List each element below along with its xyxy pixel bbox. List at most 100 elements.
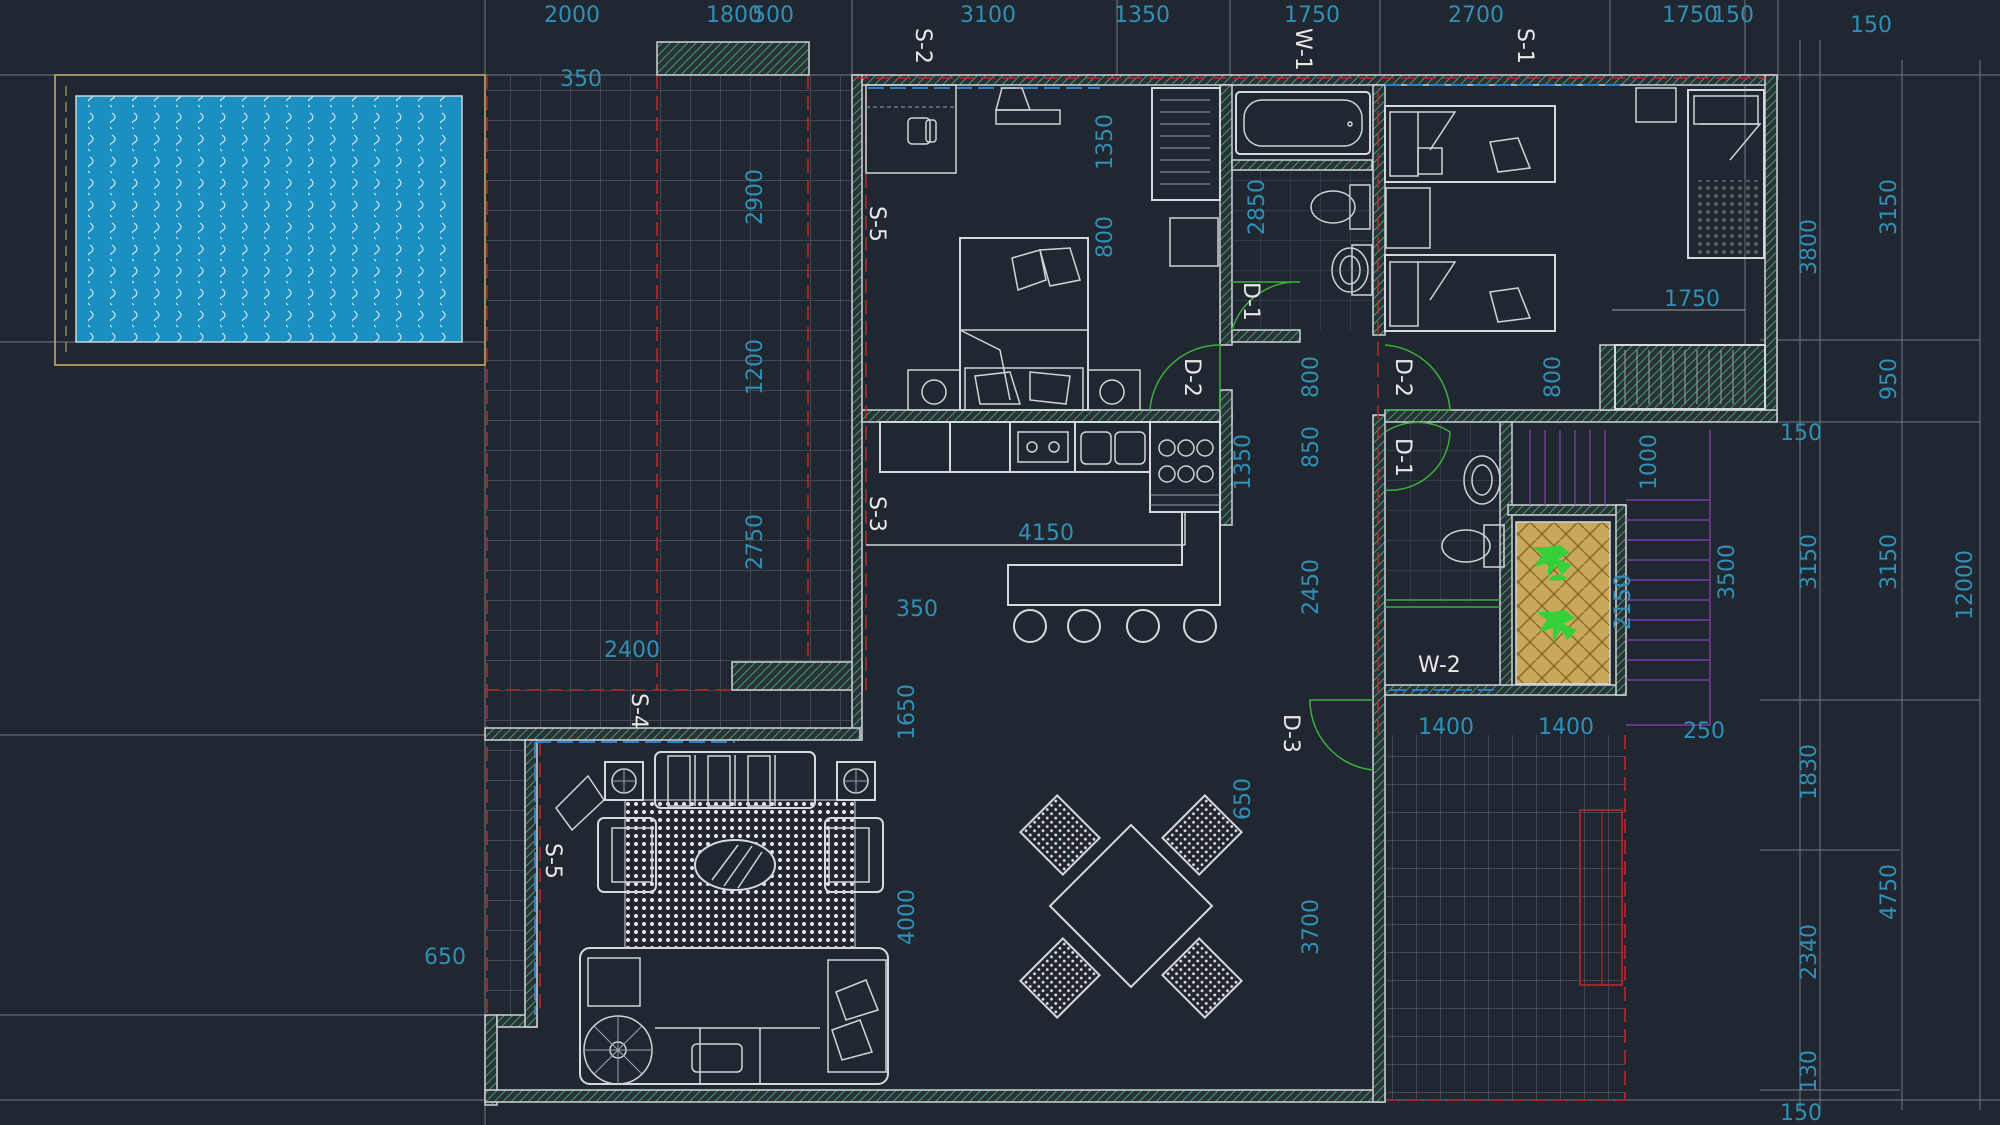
- sink-icon: [1463, 455, 1501, 505]
- dim-top-500: 500: [752, 3, 794, 28]
- east-bedroom: [1384, 87, 1766, 410]
- dim-top-2000: 2000: [544, 3, 600, 28]
- stool-icon: [1013, 609, 1217, 643]
- stair-icon: [1529, 430, 1711, 726]
- stove-icon: [1149, 421, 1221, 513]
- bathroom-north: [1232, 91, 1373, 330]
- dim-right-12000: 12000: [1953, 550, 1978, 620]
- dim-2150: 2150: [1611, 574, 1636, 630]
- sink-icon: [1074, 421, 1151, 473]
- doors: [1149, 281, 1451, 771]
- tag-s4: S-4: [626, 693, 651, 729]
- dim-350-top: 350: [560, 67, 602, 92]
- dim-1200: 1200: [743, 339, 768, 395]
- dim-top-1800: 1800: [706, 3, 762, 28]
- dining-chair-icon: [1018, 793, 1244, 1020]
- toilet-icon: [1441, 524, 1505, 568]
- wardrobe-icon: [1151, 87, 1221, 267]
- terrace-deck: [485, 41, 863, 1020]
- dim-1650: 1650: [895, 684, 920, 740]
- dim-3500: 3500: [1715, 544, 1740, 600]
- dim-top-1750: 1750: [1284, 3, 1340, 28]
- swimming-pool: [54, 74, 486, 366]
- dim-top-150: 150: [1712, 3, 1754, 28]
- tag-d1-a: D-1: [1238, 282, 1263, 321]
- dim-top-2700: 2700: [1448, 3, 1504, 28]
- dim-1400a: 1400: [1418, 715, 1474, 740]
- tag-d3: D-3: [1278, 714, 1303, 753]
- lamp-icon: [604, 761, 876, 801]
- wall-lamp-icon: [995, 87, 1061, 125]
- bar-counter-icon: [1007, 511, 1221, 606]
- dim-right-3150c: 3150: [1797, 534, 1822, 590]
- reference-lines: [534, 77, 1765, 1015]
- dim-800c: 800: [1541, 356, 1566, 398]
- sofa-icon: [579, 947, 889, 1085]
- dim-top-1350: 1350: [1114, 3, 1170, 28]
- tag-s3: S-3: [864, 496, 889, 532]
- dim-right-250: 250: [1683, 719, 1725, 744]
- dim-800a: 800: [1093, 216, 1118, 258]
- dim-right-4750: 4750: [1877, 864, 1902, 920]
- bathtub-icon: [1235, 91, 1371, 155]
- dim-1350b: 1350: [1231, 434, 1256, 490]
- planter-icon: [1515, 521, 1611, 685]
- dim-right-3150a: 3150: [1877, 179, 1902, 235]
- bed-icon: [1384, 254, 1556, 332]
- desk-icon: [865, 84, 957, 174]
- dim-4150: 4150: [1018, 521, 1074, 546]
- dim-top-3100: 3100: [960, 3, 1016, 28]
- east-yard: [1385, 735, 1626, 1101]
- living-room: [555, 751, 889, 1085]
- tag-s2: S-2: [910, 28, 935, 64]
- chair-icon: [907, 117, 937, 145]
- bed-icon: [1687, 89, 1765, 259]
- walls: [484, 74, 1778, 1106]
- kitchen-counter-icon: [879, 421, 1076, 473]
- tag-d1-b: D-1: [1390, 438, 1415, 477]
- rug-icon: [624, 799, 856, 949]
- dim-right-950: 950: [1877, 358, 1902, 400]
- dim-right-3150b: 3150: [1877, 534, 1902, 590]
- tag-s5-b: S-5: [540, 843, 565, 879]
- dining-table-icon: [1048, 823, 1214, 989]
- dim-1000: 1000: [1637, 434, 1662, 490]
- dim-top-1750b: 1750: [1662, 3, 1718, 28]
- master-bedroom: [865, 84, 1221, 411]
- dim-650-mid: 650: [1231, 778, 1256, 820]
- dim-4000: 4000: [895, 889, 920, 945]
- tag-s1: S-1: [1512, 28, 1537, 64]
- dim-350-mid: 350: [896, 597, 938, 622]
- dining-area: [1018, 793, 1244, 1020]
- dim-right-2340: 2340: [1797, 924, 1822, 980]
- dim-right-1830: 1830: [1797, 744, 1822, 800]
- tag-w2: W-2: [1418, 653, 1461, 678]
- dim-3700: 3700: [1299, 899, 1324, 955]
- dim-right-150c: 150: [1780, 1101, 1822, 1125]
- interior-dimensions: 350 2900 1200 2750 2400 350 650 1650 400…: [424, 67, 1740, 970]
- tag-w1: W-1: [1290, 28, 1315, 71]
- dim-right-150a: 150: [1850, 13, 1892, 38]
- dim-2900: 2900: [743, 169, 768, 225]
- dim-650-left: 650: [424, 945, 466, 970]
- dim-1350a: 1350: [1093, 114, 1118, 170]
- nightstand-icon: [907, 367, 1141, 411]
- dim-right-130: 130: [1797, 1050, 1822, 1092]
- dim-1400b: 1400: [1538, 715, 1594, 740]
- armchair-icon: [597, 817, 884, 893]
- bed-icon: [1384, 105, 1556, 183]
- side-table-icon: [555, 774, 605, 832]
- element-tags: S-2 W-1 S-1 S-5 S-3 S-4 S-5 D-1 D-2 D-2 …: [540, 28, 1537, 879]
- right-dimensions: 150 3150 950 150 3150 4750 12000 3800 31…: [1683, 13, 1978, 1125]
- dim-850: 850: [1299, 426, 1324, 468]
- tag-d2-a: D-2: [1179, 358, 1204, 397]
- top-dimensions: 2000 1800 500 3100 1350 1750 2700 1750 1…: [544, 3, 1754, 28]
- dim-2450: 2450: [1299, 559, 1324, 615]
- dim-right-150b: 150: [1780, 421, 1822, 446]
- dim-800b: 800: [1299, 356, 1324, 398]
- nightstand-icon: [1635, 87, 1677, 123]
- tag-s5-a: S-5: [864, 206, 889, 242]
- nightstand-icon: [1385, 187, 1431, 249]
- bathroom-east: [1385, 422, 1711, 726]
